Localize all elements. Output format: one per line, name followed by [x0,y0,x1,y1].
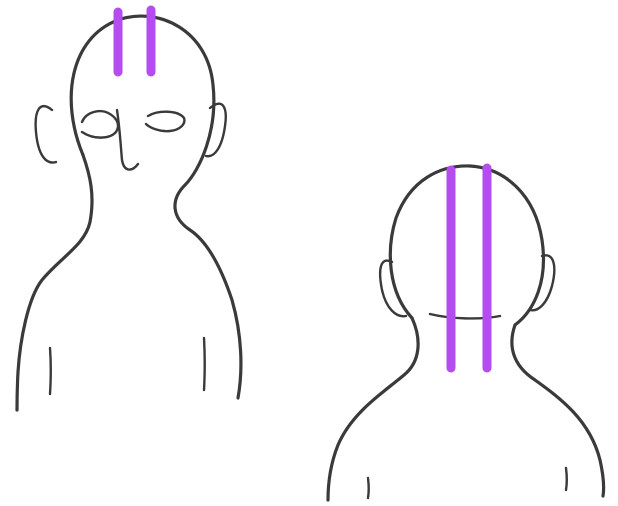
back-view-figure [328,166,604,500]
front-right-ear [206,104,226,157]
back-left-shoulder-line [368,478,369,498]
front-view-figure [17,10,241,410]
back-left-ear [380,261,406,317]
front-right-arm-line [204,338,205,390]
back-neck-left [328,318,418,500]
back-head-outline [390,166,543,325]
front-left-arm-line [50,348,51,394]
front-left-ear [36,106,56,162]
front-right-eye [146,112,184,131]
front-neck-left [17,155,92,410]
back-right-shoulder-line [566,468,567,490]
back-neck-right [512,325,604,496]
front-left-eye [82,111,118,137]
front-head-outline [71,16,241,398]
front-nose [117,110,138,170]
